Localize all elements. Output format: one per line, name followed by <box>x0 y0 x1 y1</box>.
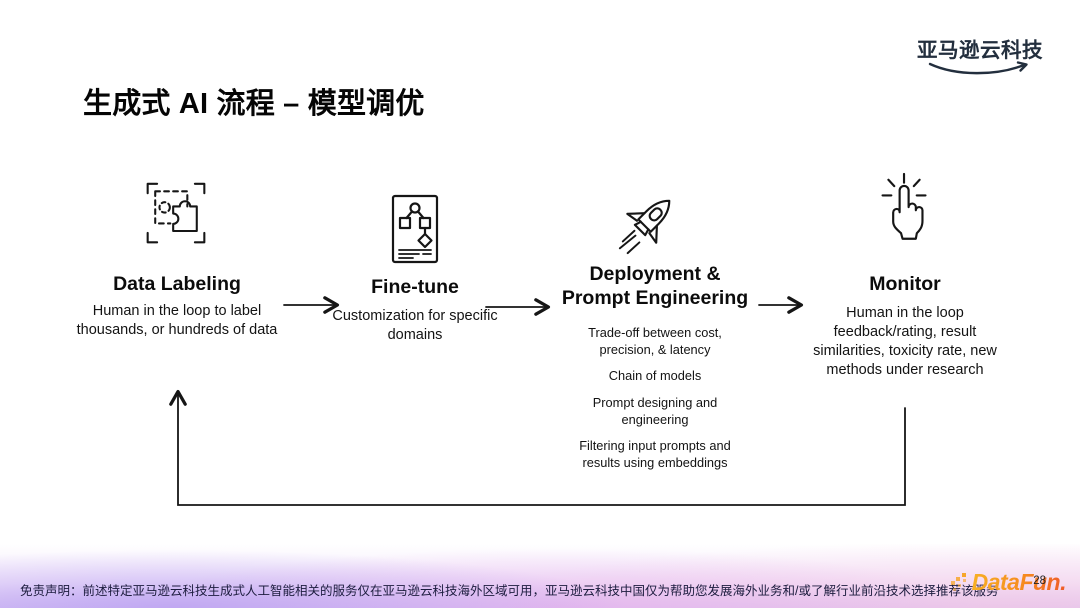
step-desc-fine-tune: Customization for specific domains <box>332 308 498 344</box>
smile-arrow-icon <box>928 61 1028 75</box>
datafun-logo-text: DataFun. <box>971 569 1067 595</box>
feedback-loop-arrow <box>169 389 906 506</box>
step-title-monitor: Monitor <box>869 273 941 295</box>
rocket-icon <box>614 187 688 262</box>
document-flowchart-icon <box>383 192 447 273</box>
bullet-tradeoff: Trade-off between cost, precision, & lat… <box>588 325 722 357</box>
brand-logo-text: 亚马逊云科技 <box>917 39 1043 62</box>
disclaimer-text: 免责声明：前述特定亚马逊云科技生成式人工智能相关的服务仅在亚马逊云科技海外区域可… <box>20 584 999 598</box>
puzzle-crop-icon <box>142 177 210 256</box>
bullet-chain-of-models: Chain of models <box>608 368 702 384</box>
step-title-fine-tune: Fine-tune <box>371 276 459 298</box>
step-desc-monitor: Human in the loop feedback/rating, resul… <box>813 305 997 379</box>
bullet-filtering-embeddings: Filtering input prompts and results usin… <box>579 438 731 470</box>
brand-logo: 亚马逊云科技 <box>913 33 1047 79</box>
page-title: 生成式 AI 流程 – 模型调优 <box>83 88 425 120</box>
page-number: 28 <box>1033 575 1046 587</box>
step-bullets-deployment: Trade-off between cost, precision, & lat… <box>562 325 748 481</box>
hand-tap-icon <box>869 171 941 258</box>
footer-gradient-band <box>0 544 1080 608</box>
datafun-dots-icon <box>950 572 966 591</box>
datafun-logo: DataFun. <box>950 569 1067 596</box>
step-desc-data-labeling: Human in the loop to label thousands, or… <box>76 303 278 339</box>
bullet-prompt-designing: Prompt designing and engineering <box>592 394 718 427</box>
step-title-data-labeling: Data Labeling <box>113 273 241 295</box>
step-title-deployment-prompt-engineering: Deployment & Prompt Engineering <box>561 263 749 309</box>
